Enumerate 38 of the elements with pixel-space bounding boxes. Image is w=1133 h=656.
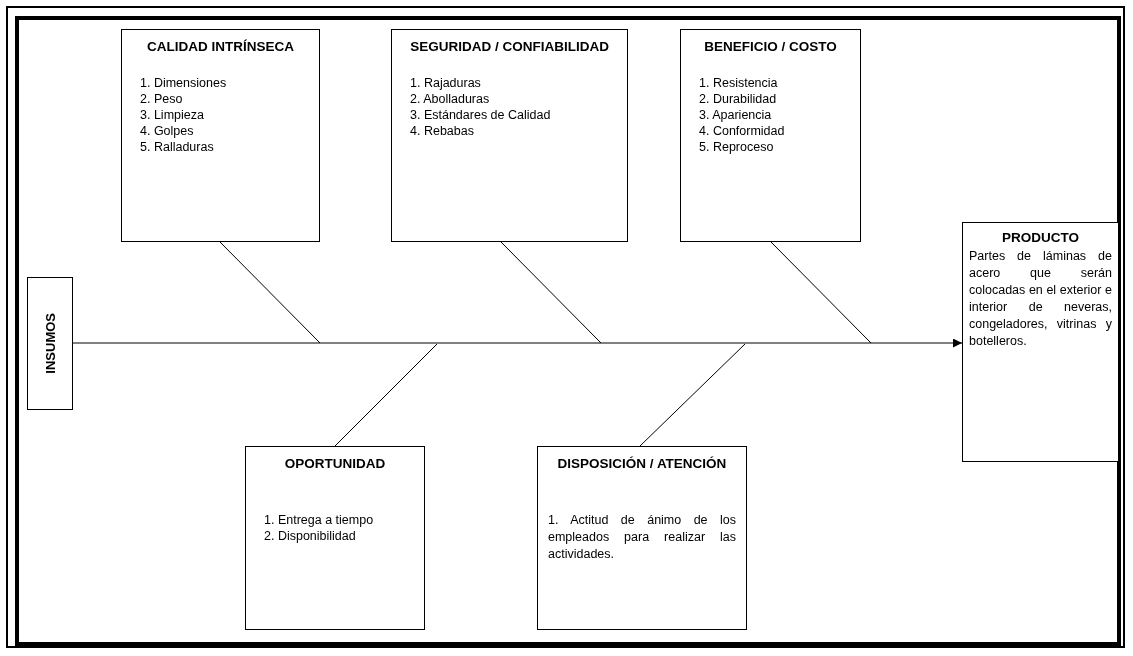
list-item: 4. Conformidad bbox=[698, 123, 786, 139]
description-text: Partes de láminas de acero que serán colocadas en el exterior e interior de neveras, congeladores, vitrinas y botelleros. bbox=[969, 248, 1112, 350]
list-item: 4. Golpes bbox=[139, 123, 195, 139]
category-box bbox=[27, 277, 73, 410]
connector-line bbox=[770, 241, 872, 344]
category-box bbox=[537, 446, 747, 630]
connector-line bbox=[639, 343, 746, 447]
arrow bbox=[72, 338, 963, 348]
list-item: 5. Reproceso bbox=[698, 139, 775, 155]
box-heading: CALIDAD INTRÍNSECA bbox=[146, 38, 295, 55]
list-item: 4. Rebabas bbox=[409, 123, 475, 139]
category-box bbox=[121, 29, 320, 242]
box-heading: SEGURIDAD / CONFIABILIDAD bbox=[409, 38, 610, 55]
list-item: 3. Limpieza bbox=[139, 107, 205, 123]
box-heading: DISPOSICIÓN / ATENCIÓN bbox=[556, 455, 728, 472]
list-item: 1. Entrega a tiempo bbox=[263, 512, 375, 528]
description-text: 1. Actitud de ánimo de los empleados para realizar las actividades. bbox=[548, 512, 736, 563]
box-heading: OPORTUNIDAD bbox=[283, 455, 387, 472]
list-item: 1. Rajaduras bbox=[409, 75, 482, 91]
list-item: 1. Resistencia bbox=[698, 75, 779, 91]
list-item: 3. Apariencia bbox=[698, 107, 773, 123]
list-item: 1. Dimensiones bbox=[139, 75, 228, 91]
category-box bbox=[962, 222, 1119, 462]
list-item: 2. Peso bbox=[139, 91, 184, 107]
box-heading: BENEFICIO / COSTO bbox=[703, 38, 838, 55]
connector-line bbox=[334, 343, 438, 447]
box-heading: PRODUCTO bbox=[1001, 229, 1080, 246]
category-box bbox=[391, 29, 628, 242]
category-box bbox=[245, 446, 425, 630]
category-box bbox=[680, 29, 861, 242]
list-item: 2. Disponibilidad bbox=[263, 528, 357, 544]
list-item: 2. Durabilidad bbox=[698, 91, 778, 107]
box-heading: INSUMOS bbox=[41, 313, 59, 374]
connector-line bbox=[500, 241, 602, 344]
list-item: 2. Abolladuras bbox=[409, 91, 491, 107]
connector-line bbox=[219, 241, 321, 344]
list-item: 3. Estándares de Calidad bbox=[409, 107, 552, 123]
list-item: 5. Ralladuras bbox=[139, 139, 215, 155]
